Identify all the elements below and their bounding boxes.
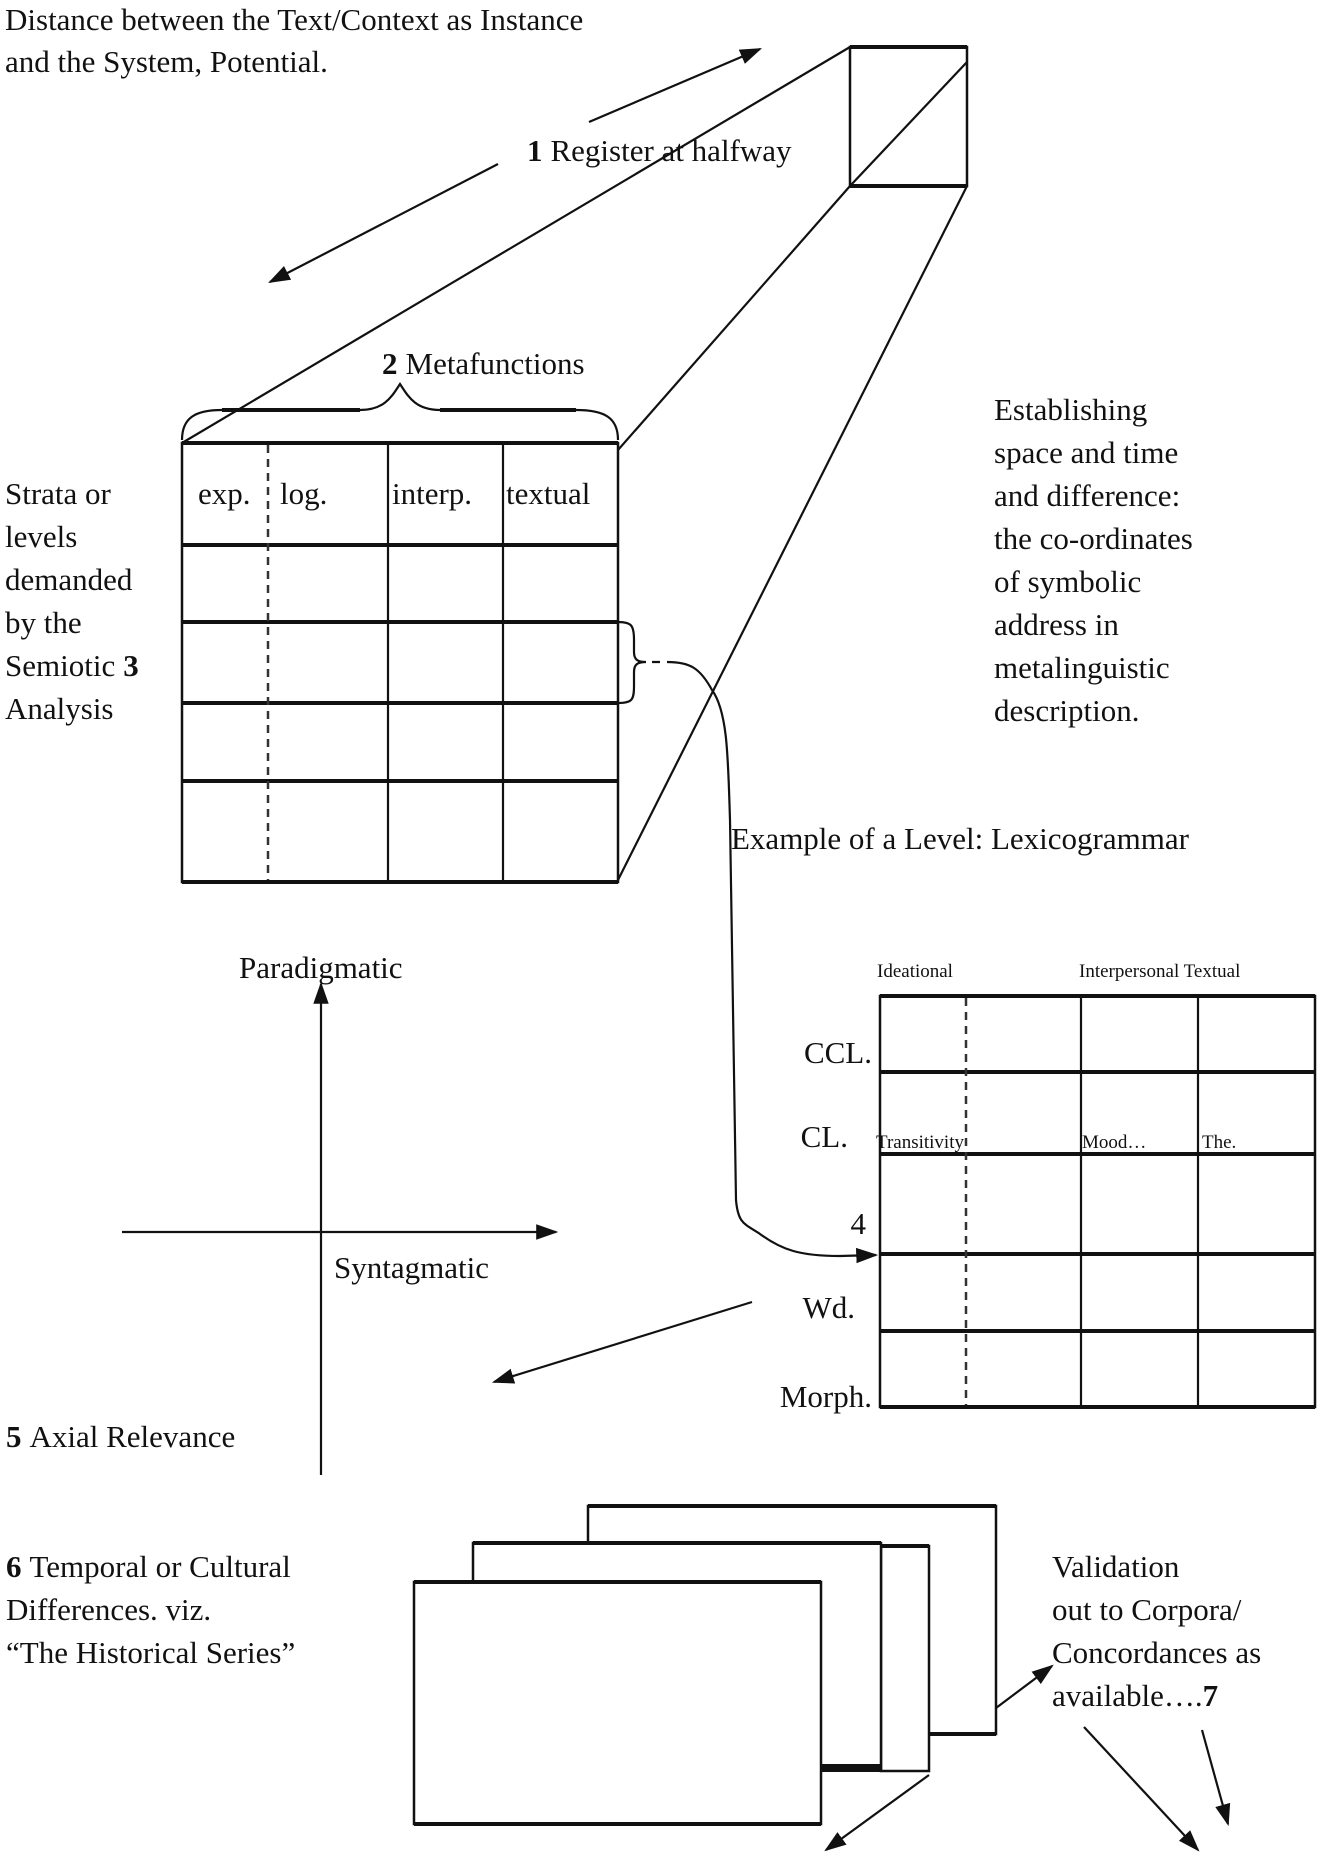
coordinates-note-line: metalinguistic (994, 650, 1170, 685)
register-diagonal (849, 61, 968, 187)
coordinates-note-line: address in (994, 607, 1119, 642)
coordinates-note: Establishing space and time and differen… (994, 392, 1201, 728)
strata-line: Strata or (5, 476, 112, 511)
coordinates-note-line: the co-ordinates (994, 521, 1193, 556)
arrow-to-axes (491, 1300, 753, 1384)
coordinates-note-line: space and time (994, 435, 1178, 470)
coordinates-note-line: of symbolic (994, 564, 1141, 599)
row-label-ccl: CCL. (804, 1035, 872, 1070)
register-box (848, 45, 969, 188)
level-connector (652, 660, 876, 1256)
pointer-number: 4 (851, 1206, 867, 1241)
title-note-line: and the System, Potential. (5, 44, 328, 79)
cl-cell-mood: Mood… (1082, 1132, 1146, 1153)
series-box-side (879, 1544, 931, 1773)
register-text: Register at halfway (551, 133, 793, 168)
projection-line (617, 185, 851, 451)
series-box-front (412, 1580, 823, 1826)
axial-caption: Axial Relevance (30, 1419, 236, 1454)
historical-line: “The Historical Series” (6, 1635, 295, 1670)
historical-line: Differences. viz. (6, 1592, 211, 1627)
axial-number: 5 (6, 1419, 22, 1454)
strata-number: 3 (123, 648, 139, 683)
coordinates-note-line: description. (994, 693, 1140, 728)
cl-cell-transitivity: Transitivity (876, 1132, 964, 1153)
strata-line: by the (5, 605, 82, 640)
register-number: 1 (527, 133, 543, 168)
cl-cell-theme: The. (1202, 1132, 1236, 1153)
strata-line: demanded (5, 562, 133, 597)
strata-line: levels (5, 519, 77, 554)
projection-line (617, 185, 968, 881)
coordinates-note-line: and difference: (994, 478, 1180, 513)
col-header-log: log. (280, 476, 327, 511)
row-label-cl: CL. (801, 1119, 848, 1154)
syntagmatic-label: Syntagmatic (334, 1250, 489, 1285)
row-label-morph: Morph. (780, 1379, 872, 1414)
metafunctions-number: 2 (382, 346, 398, 381)
arrow-toward-instance (268, 163, 499, 284)
lexicogrammar-title: Example of a Level: Lexicogrammar (731, 821, 1190, 856)
title-note-line: Distance between the Text/Context as Ins… (5, 2, 583, 37)
lexico-header-interpersonal-textual: Interpersonal Textual (1079, 961, 1240, 982)
arrow-from-series (824, 1774, 930, 1852)
historical-number: 6 (6, 1549, 22, 1584)
metafunctions-text: Metafunctions (406, 346, 585, 381)
row-label-wd: Wd. (802, 1290, 855, 1325)
lexico-header-ideational: Ideational (877, 961, 953, 982)
validation-line: Concordances as (1052, 1635, 1261, 1670)
strata-line: Analysis (5, 691, 114, 726)
col-header-textual: textual (506, 476, 590, 511)
col-header-exp: exp. (198, 476, 251, 511)
validation-line: Validation (1052, 1549, 1180, 1584)
strata-label: Strata or levels demanded by the Semioti… (5, 476, 146, 726)
validation-line: available…. (1052, 1678, 1203, 1713)
arrow-toward-system (588, 47, 763, 124)
validation-number: 7 (1203, 1678, 1219, 1713)
lexicogrammar-table: Transitivity Mood… The. (876, 994, 1317, 1409)
title-note: Distance between the Text/Context as Ins… (5, 2, 591, 79)
historical-series-stack (412, 1504, 998, 1826)
level-brace (617, 620, 647, 705)
metafunctions-table: exp. log. interp. textual (180, 441, 620, 884)
projection-line (181, 46, 851, 444)
historical-line: Temporal or Cultural (30, 1549, 291, 1584)
arrow-to-validation (995, 1664, 1054, 1709)
paradigmatic-label: Paradigmatic (239, 950, 403, 985)
validation-label: Validation out to Corpora/ Concordances … (1052, 1549, 1269, 1713)
metafunctions-brace (180, 382, 620, 441)
strata-line: Semiotic (5, 648, 115, 683)
coordinates-note-line: Establishing (994, 392, 1147, 427)
col-header-interp: interp. (392, 476, 472, 511)
validation-arrow (1083, 1726, 1200, 1852)
validation-arrow (1200, 1729, 1231, 1827)
validation-line: out to Corpora/ (1052, 1592, 1242, 1627)
